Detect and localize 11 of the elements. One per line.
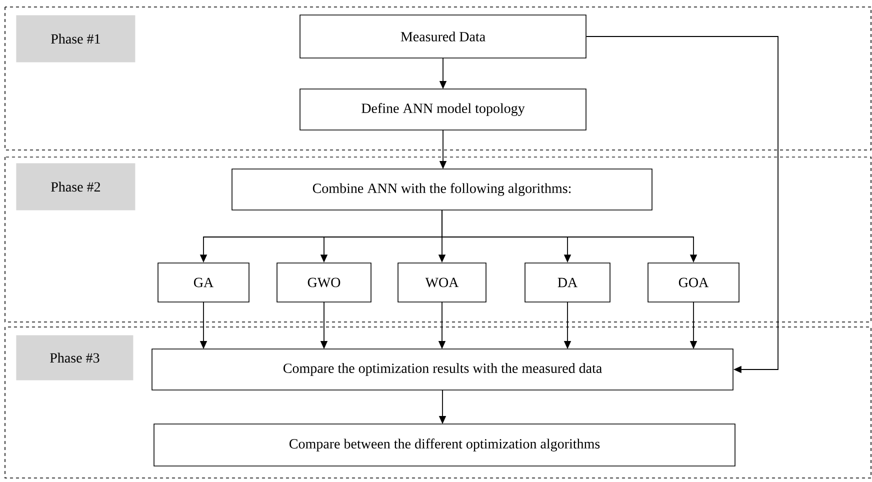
- process-box: GA: [158, 262, 250, 302]
- process-box: Combine ANN with the following algorithms:: [232, 168, 652, 210]
- process-box: Compare between the different optimization algorithms: [154, 424, 736, 466]
- process-box: GOA: [648, 262, 740, 302]
- process-box: Define ANN model topology: [300, 88, 586, 130]
- process-box: DA: [524, 262, 610, 302]
- process-box: Measured Data: [300, 14, 586, 58]
- process-box: GWO: [276, 262, 372, 302]
- process-box: Compare the optimization results with the measured data: [152, 348, 734, 390]
- process-box: WOA: [398, 262, 486, 302]
- arrow: [586, 36, 778, 374]
